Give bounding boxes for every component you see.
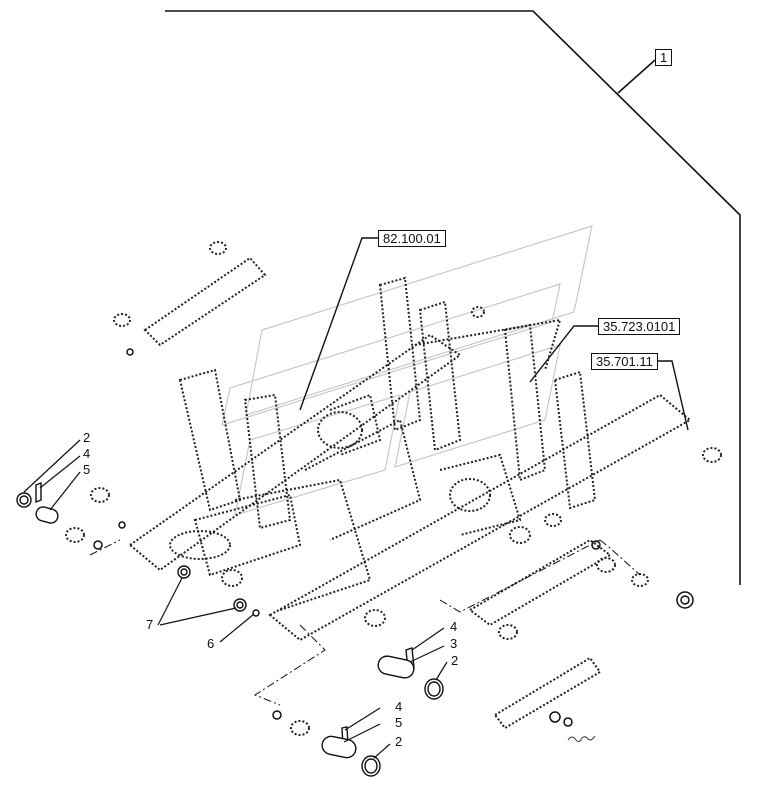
reference-box-82-100-01[interactable]: 82.100.01 bbox=[378, 230, 446, 247]
callout-left-5: 5 bbox=[83, 462, 91, 477]
callout-7: 7 bbox=[146, 617, 154, 632]
assembly-number-box: 1 bbox=[655, 49, 672, 66]
signature-mark bbox=[567, 735, 596, 743]
middle-pin-group bbox=[377, 647, 444, 700]
callout-bottom-2: 2 bbox=[395, 734, 403, 749]
reference-box-35-723-0101[interactable]: 35.723.0101 bbox=[598, 318, 681, 335]
callout-mid-4: 4 bbox=[450, 619, 458, 634]
callout-leaders bbox=[23, 439, 448, 759]
callout-mid-3: 3 bbox=[450, 636, 458, 651]
callout-bottom-4: 4 bbox=[395, 699, 403, 714]
watermark-logo bbox=[221, 225, 593, 516]
bottom-pin-group bbox=[321, 726, 381, 777]
small-hardware bbox=[93, 348, 694, 727]
callout-mid-2: 2 bbox=[451, 653, 459, 668]
reference-box-35-701-11[interactable]: 35.701.11 bbox=[591, 353, 658, 370]
callout-6: 6 bbox=[207, 636, 215, 651]
pins-and-bushings bbox=[65, 241, 722, 736]
callout-left-2: 2 bbox=[83, 430, 91, 445]
left-bushes bbox=[177, 565, 260, 617]
callout-left-4: 4 bbox=[83, 446, 91, 461]
left-pin-group bbox=[16, 481, 59, 524]
assembly-bracket bbox=[165, 10, 741, 585]
frame-rails bbox=[128, 256, 692, 730]
callout-bottom-5: 5 bbox=[395, 715, 403, 730]
assembly-paths bbox=[89, 539, 641, 706]
